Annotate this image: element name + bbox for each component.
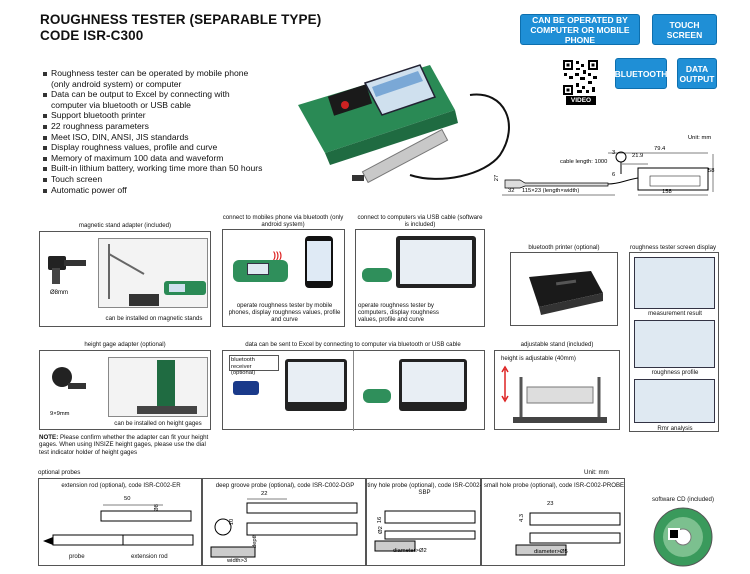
list-item: Display roughness values, profile and cu…: [42, 142, 277, 153]
height-gage-panel: 9×9mm can be installed on height gages: [39, 350, 211, 430]
usb-receiver-icon: [233, 381, 259, 395]
rmr-screen: [634, 379, 715, 423]
list-item: Memory of maximum 100 data and waveform: [42, 153, 277, 164]
tester-device: [233, 260, 288, 282]
height-adapter-icon: [52, 367, 86, 389]
laptop-icon: [396, 236, 476, 288]
product-image: [290, 35, 535, 195]
small-hole-drawing: [515, 512, 621, 556]
magnetic-stand-panel: Ø8mm can be installed on magnetic stands: [39, 231, 211, 327]
measurement-screen: [634, 257, 715, 309]
small-hole-probe-panel: small hole probe (optional), code ISR-C0…: [481, 478, 625, 566]
page-title: ROUGHNESS TESTER (SEPARABLE TYPE) CODE I…: [40, 12, 322, 43]
data-output-badge: DATA OUTPUT: [677, 58, 717, 89]
tester-device: [363, 389, 391, 403]
magnetic-stand-photo: [98, 238, 208, 308]
laptop-icon: [399, 359, 467, 411]
height-gage-photo: [108, 357, 208, 417]
printer-icon: [529, 271, 603, 315]
laptop-icon: [285, 359, 347, 411]
usb-connection-panel: operate roughness tester by computers, d…: [355, 229, 485, 327]
extension-rod-panel: extension rod (optional), code ISR-C002-…: [38, 478, 202, 566]
deep-groove-drawing: [210, 498, 358, 558]
dimension-drawing: [470, 140, 730, 210]
list-item: Automatic power off: [42, 185, 277, 196]
tiny-hole-probe-panel: tiny hole probe (optional), code ISR-C00…: [366, 478, 482, 566]
mobile-connection-panel: ))) operate roughness tester by mobile p…: [222, 229, 345, 327]
video-label: VIDEO: [566, 96, 596, 105]
mobile-phone-icon: [305, 236, 333, 288]
magnetic-adapter-icon: [48, 256, 86, 284]
profile-screen: [634, 320, 715, 368]
excel-connection-panel: bluetooth receiver (optional): [222, 350, 485, 431]
screen-display-panel: measurement result roughness profile Rmr…: [629, 252, 719, 432]
deep-groove-probe-panel: deep groove probe (optional), code ISR-C…: [202, 478, 366, 566]
feature-list: Roughness tester can be operated by mobi…: [42, 68, 277, 195]
tiny-hole-drawing: [374, 510, 476, 552]
list-item: Touch screen: [42, 174, 277, 185]
unit-label: Unit: mm: [688, 135, 712, 141]
computer-badge: CAN BE OPERATED BY COMPUTER OR MOBILE PH…: [520, 14, 640, 45]
qr-code-icon[interactable]: [562, 59, 599, 96]
bluetooth-badge: BLUETOOTH: [615, 58, 667, 89]
adjustable-stand-panel: height is adjustable (40mm): [494, 350, 620, 430]
list-item: 22 roughness parameters: [42, 121, 277, 132]
list-item: (only android system) or computer: [51, 78, 182, 89]
list-item: Meet ISO, DIN, ANSI, JIS standards: [42, 132, 277, 143]
printer-panel: [510, 252, 618, 326]
list-item: Roughness tester can be operated by mobi…: [42, 68, 277, 79]
list-item: Built-in lithium battery, working time m…: [42, 163, 277, 174]
list-item: Support bluetooth printer: [42, 110, 277, 121]
list-item: computer via bluetooth or USB cable: [51, 99, 191, 110]
extension-rod-drawing: [43, 504, 194, 546]
wireless-icon: ))): [273, 250, 282, 260]
note: NOTE: Please confirm whether the adapter…: [39, 434, 209, 456]
stand-icon: [501, 365, 607, 423]
software-cd-icon: [652, 506, 714, 568]
tester-device: [362, 268, 392, 282]
list-item: Data can be output to Excel by connectin…: [42, 89, 277, 100]
bluetooth-receiver-label: bluetooth receiver (optional): [229, 355, 279, 376]
touch-screen-badge: TOUCH SCREEN: [652, 14, 717, 45]
